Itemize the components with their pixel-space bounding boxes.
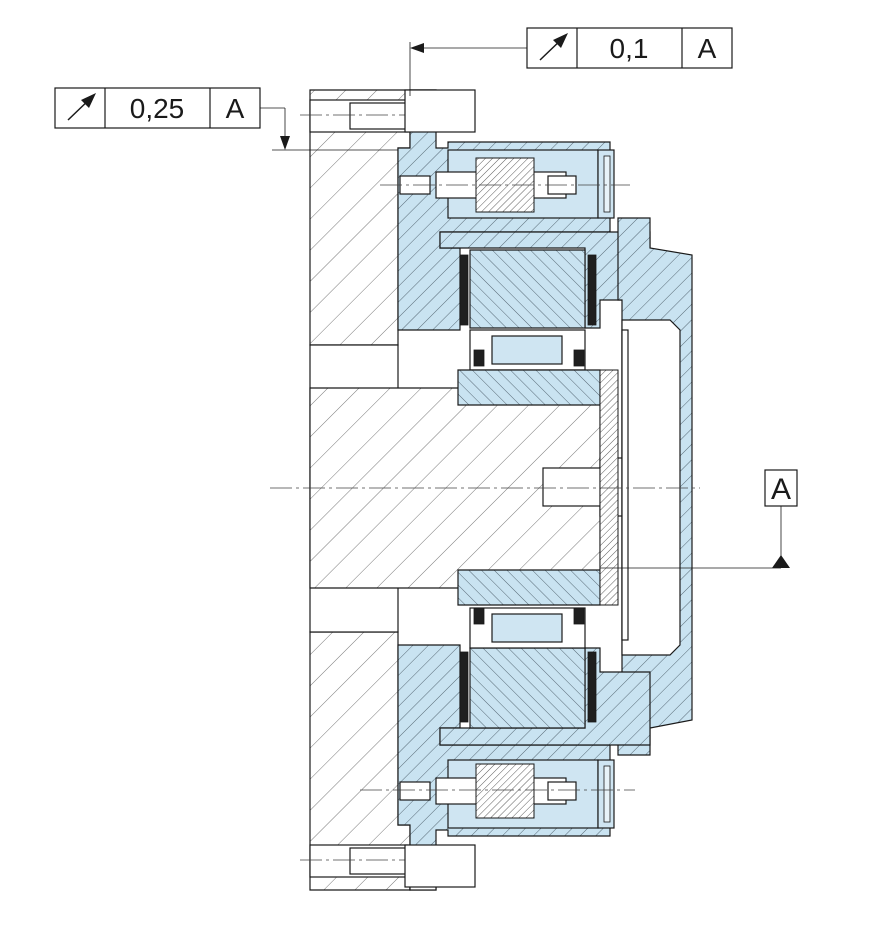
end-washer <box>599 369 619 606</box>
tolerance-value: 0,25 <box>130 93 185 124</box>
spring-pack-upper <box>399 149 615 219</box>
runout-frame-left: 0,25 A <box>54 87 398 151</box>
datum-label: A <box>771 473 791 506</box>
tolerance-value: 0,1 <box>610 33 649 64</box>
circular-runout-icon <box>67 93 96 121</box>
runout-frame-top: 0,1 A <box>409 27 733 96</box>
spring-pack-lower <box>399 759 615 829</box>
needle-bearing-lower <box>457 569 601 649</box>
circular-runout-icon <box>539 33 568 61</box>
datum-reference: A <box>698 33 717 64</box>
datum-feature-a: A <box>600 469 798 569</box>
needle-bearing-upper <box>457 329 601 406</box>
datum-reference: A <box>226 93 245 124</box>
